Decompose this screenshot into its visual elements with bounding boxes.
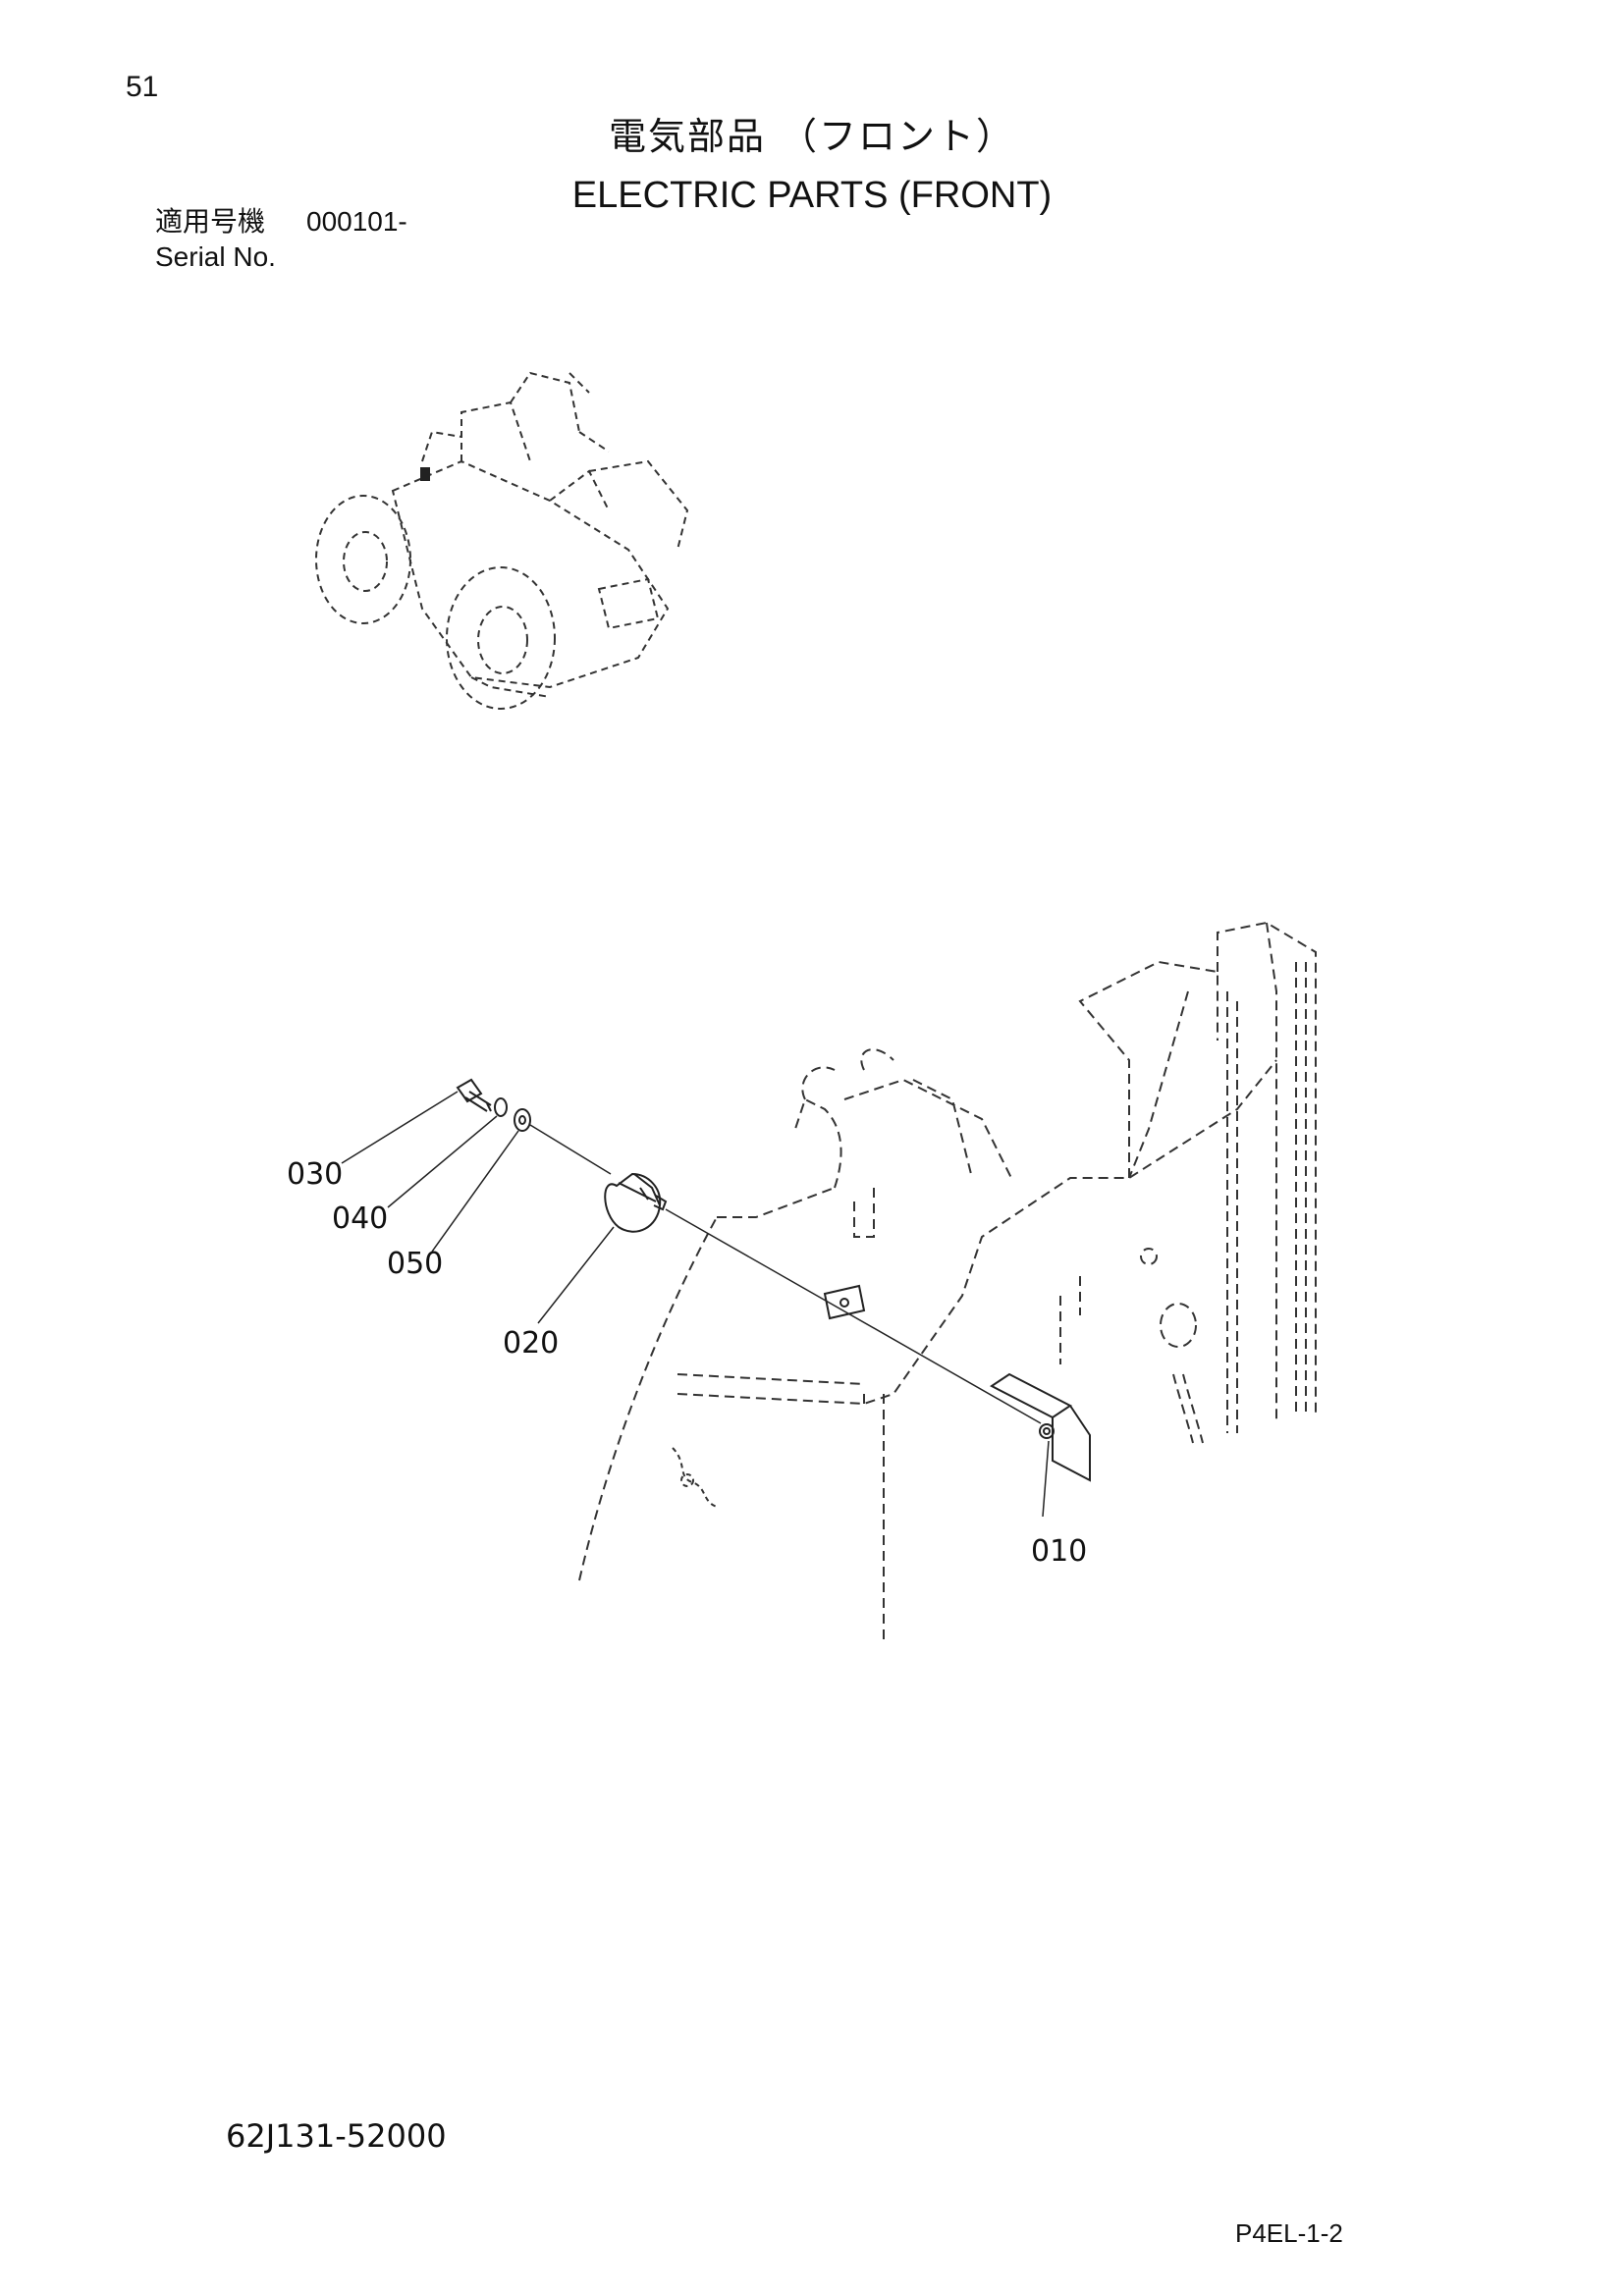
callout-020: 020: [503, 1326, 559, 1361]
location-marker-icon: [420, 467, 430, 481]
serial-label-english: Serial No.: [155, 241, 276, 272]
mounting-slot-illustration: [823, 1284, 866, 1320]
document-code: 62J131-52000: [226, 2117, 447, 2155]
tractor-overview-illustration: [315, 371, 689, 710]
horn-part: [604, 1172, 668, 1233]
loader-frame-illustration: [578, 921, 1317, 1639]
harness-clip-illustration: [672, 1447, 718, 1508]
serial-label-japanese: 適用号機: [155, 205, 266, 238]
page-title-english: ELECTRIC PARTS (FRONT): [571, 175, 1053, 216]
horn-bracket-part: [990, 1372, 1091, 1482]
washer-part: [514, 1108, 531, 1132]
callout-010: 010: [1031, 1534, 1087, 1569]
callout-leader-lines: [341, 1091, 1050, 1518]
serial-number-value: 000101-: [306, 206, 407, 237]
assembly-axis-line: [529, 1124, 1042, 1424]
callout-040: 040: [332, 1201, 388, 1236]
callout-030: 030: [287, 1157, 343, 1192]
lock-washer-part: [494, 1097, 508, 1117]
page-number: 51: [126, 71, 159, 103]
sheet-code: P4EL-1-2: [1235, 2218, 1343, 2248]
bolt-part: [456, 1078, 492, 1112]
page-title-japanese: 電気部品 （フロント）: [608, 115, 1016, 158]
callout-050: 050: [387, 1247, 443, 1281]
